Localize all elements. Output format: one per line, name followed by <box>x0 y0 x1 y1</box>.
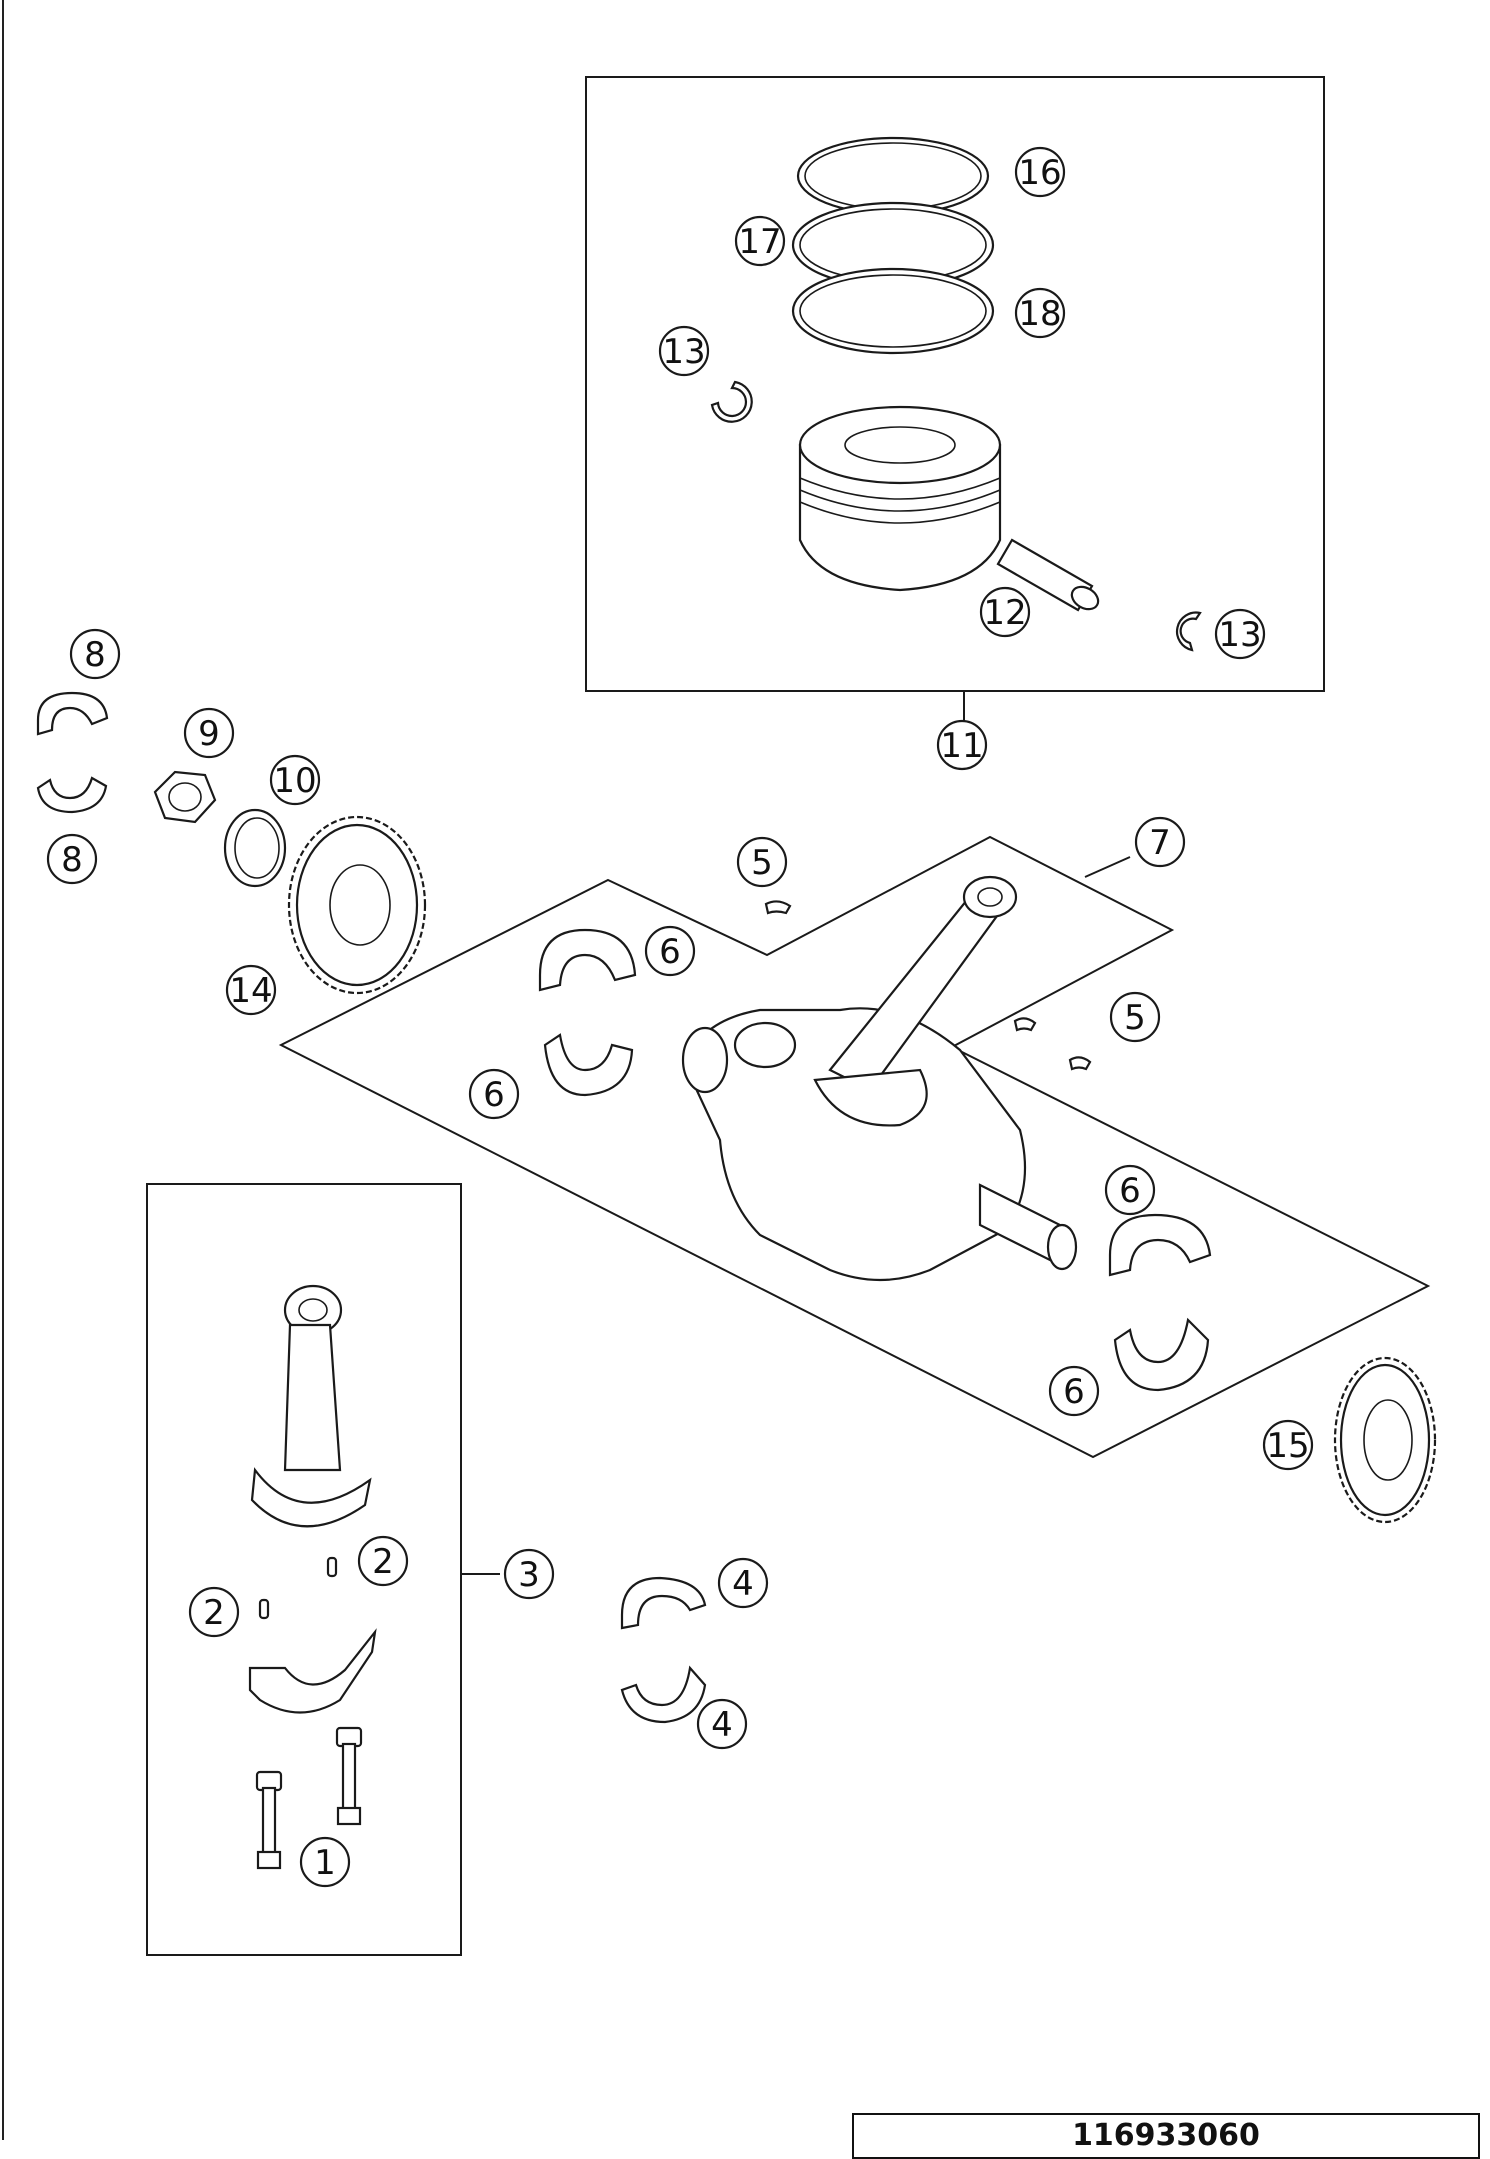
callout-3: 3 <box>503 1548 555 1600</box>
svg-text:1: 1 <box>314 1843 336 1883</box>
callout-15: 15 <box>1262 1419 1314 1471</box>
callout-9: 9 <box>183 707 235 759</box>
callout-10: 10 <box>269 754 321 806</box>
svg-text:9: 9 <box>198 714 220 754</box>
svg-text:13: 13 <box>662 332 705 372</box>
page-margin-line <box>2 0 4 2140</box>
svg-text:2: 2 <box>203 1593 225 1633</box>
callout-4-lower: 4 <box>696 1698 748 1750</box>
dowel-pin-1 <box>326 1556 338 1578</box>
connecting-rod <box>250 1284 372 1528</box>
woodruff-key-3 <box>1068 1056 1092 1071</box>
svg-text:6: 6 <box>659 932 681 972</box>
callout-16: 16 <box>1014 146 1066 198</box>
connecting-rod-bolt-2 <box>335 1726 363 1826</box>
callout-5-lower: 5 <box>1109 991 1161 1043</box>
balancer-gear <box>1333 1356 1437 1524</box>
diagram-code-label: 116933060 <box>852 2113 1480 2159</box>
svg-text:11: 11 <box>940 726 983 766</box>
dowel-pin-2 <box>258 1598 270 1620</box>
woodruff-key-2 <box>1013 1017 1037 1032</box>
main-bearing-shell-lower-left <box>543 1033 634 1097</box>
balancer-bearing-shell-lower <box>36 776 108 814</box>
crankshaft-connecting-rod <box>813 875 1018 1127</box>
svg-text:4: 4 <box>732 1564 754 1604</box>
callout-18: 18 <box>1014 287 1066 339</box>
callout-14: 14 <box>225 964 277 1016</box>
svg-text:3: 3 <box>518 1555 540 1595</box>
crankshaft <box>681 1007 1078 1282</box>
callout-13-right: 13 <box>1214 608 1266 660</box>
callout-6-lower-right: 6 <box>1048 1365 1100 1417</box>
circlip-left <box>710 380 753 423</box>
callout-7: 7 <box>1134 816 1186 868</box>
callout-1: 1 <box>299 1836 351 1888</box>
circlip-right <box>1176 611 1202 652</box>
rod-bearing-shell-upper <box>620 1576 707 1630</box>
callout-13-left: 13 <box>658 325 710 377</box>
callout-8-upper: 8 <box>69 628 121 680</box>
callout-11: 11 <box>936 719 988 771</box>
main-bearing-shell-lower-right <box>1113 1317 1210 1392</box>
rod-bearing-shell-lower <box>620 1665 707 1724</box>
woodruff-key-1 <box>764 900 792 915</box>
svg-text:17: 17 <box>738 222 781 262</box>
svg-text:8: 8 <box>61 840 83 880</box>
svg-text:5: 5 <box>751 843 773 883</box>
connecting-rod-group-frame <box>146 1183 462 1956</box>
callout-6-lower-left: 6 <box>468 1068 520 1120</box>
svg-text:4: 4 <box>711 1705 733 1745</box>
svg-text:6: 6 <box>1063 1372 1085 1412</box>
svg-text:13: 13 <box>1218 615 1261 655</box>
svg-text:5: 5 <box>1124 998 1146 1038</box>
hex-nut <box>153 770 217 824</box>
svg-text:10: 10 <box>273 761 316 801</box>
callout-2-left: 2 <box>188 1586 240 1638</box>
callout-6-upper-right: 6 <box>1104 1164 1156 1216</box>
connecting-rod-bolt-1 <box>255 1770 283 1870</box>
piston-group-frame <box>585 76 1325 692</box>
callout-2-right: 2 <box>357 1535 409 1587</box>
callout-8-lower: 8 <box>46 833 98 885</box>
main-bearing-shell-upper-left <box>538 928 637 992</box>
svg-text:14: 14 <box>229 971 272 1011</box>
svg-text:16: 16 <box>1018 153 1061 193</box>
callout-6-upper-left: 6 <box>644 925 696 977</box>
callout-5-upper: 5 <box>736 836 788 888</box>
callout-12: 12 <box>979 586 1031 638</box>
svg-text:7: 7 <box>1149 823 1171 863</box>
callout-4-upper: 4 <box>717 1557 769 1609</box>
svg-text:6: 6 <box>483 1075 505 1115</box>
connecting-rod-cap <box>248 1628 377 1714</box>
svg-text:18: 18 <box>1018 294 1061 334</box>
primary-drive-gear <box>287 815 427 995</box>
main-bearing-shell-upper-right <box>1108 1213 1212 1277</box>
piston <box>798 405 1002 592</box>
svg-text:12: 12 <box>983 593 1026 633</box>
piston-pin <box>996 538 1100 612</box>
svg-text:8: 8 <box>84 635 106 675</box>
piston-ring-18 <box>791 267 995 355</box>
svg-text:15: 15 <box>1266 1426 1309 1466</box>
svg-text:2: 2 <box>372 1542 394 1582</box>
svg-text:6: 6 <box>1119 1171 1141 1211</box>
balancer-bearing-shell-upper <box>36 691 109 736</box>
lock-washer <box>223 808 287 888</box>
callout-17: 17 <box>734 215 786 267</box>
